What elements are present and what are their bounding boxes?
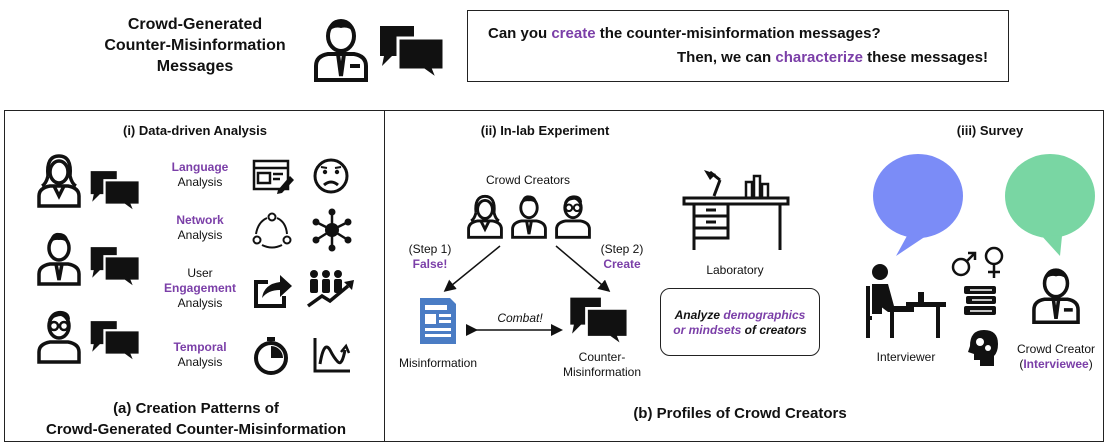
interviewee-keyword: Interviewee [1023, 357, 1089, 371]
temporal-word: Analysis [177, 355, 223, 369]
glasses-man-icon [37, 310, 81, 364]
interviewer-icon [866, 264, 946, 338]
step1-text: (Step 1) [408, 242, 452, 256]
answer-line: Then, we can characterize these messages… [677, 49, 988, 66]
newspaper-icon [420, 298, 456, 344]
question-line: Can you create the counter-misinformatio… [488, 25, 881, 42]
step2-text: (Step 2) [600, 242, 644, 256]
blue-speech-bubble [873, 154, 963, 256]
glasses-man-icon [555, 195, 591, 239]
books-icon [964, 286, 996, 315]
header-title-line2: Counter-Misinformation [104, 37, 286, 54]
counter-misinformation-label: Counter- Misinformation [552, 350, 652, 380]
network-word: Analysis [177, 228, 223, 242]
network-analysis-label: Network Analysis [160, 213, 240, 243]
man-icon [37, 232, 81, 286]
share-arrow-icon [254, 275, 292, 308]
experiment-title: (ii) In-lab Experiment [480, 123, 610, 138]
woman-icon [37, 154, 81, 208]
panel-b-caption: (b) Profiles of Crowd Creators [633, 405, 847, 422]
stopwatch-icon [254, 337, 288, 375]
speech-bubbles-icon [90, 321, 141, 366]
engagement-pre: User [187, 266, 213, 280]
sad-face-icon [313, 158, 349, 194]
network-keyword: Network [176, 213, 224, 227]
woman-icon [467, 194, 503, 239]
analyze-line2: or mindsets of creators [660, 323, 820, 338]
speech-bubbles-icon [570, 297, 630, 350]
analyze-mid: or [673, 323, 689, 337]
analyze-text: Analyze demographics or mindsets of crea… [660, 308, 820, 338]
analyze-post: of creators [741, 323, 807, 337]
man-icon [511, 195, 547, 239]
counter-line1: Counter- [578, 350, 626, 364]
crowd-creator-label: Crowd Creator (Interviewee) [1008, 342, 1104, 372]
engagement-analysis-label: User Engagement Analysis [155, 266, 245, 311]
brain-gears-icon [968, 330, 998, 366]
step1-keyword: False! [412, 257, 448, 271]
counter-line2: Misinformation [562, 365, 642, 379]
language-word: Analysis [177, 175, 223, 189]
crowd-creators-label: Crowd Creators [485, 173, 571, 187]
step2-label: (Step 2) Create [592, 242, 652, 272]
crowd-creator-icon [1032, 268, 1080, 324]
main-frame [4, 110, 1104, 442]
question-box: Can you create the counter-misinformatio… [467, 10, 1009, 82]
panel-a-caption-line1: (a) Creation Patterns of [113, 400, 279, 417]
misinformation-label: Misinformation [398, 356, 478, 370]
answer-keyword: characterize [775, 49, 863, 66]
crowd-creator-text: Crowd Creator [1016, 342, 1096, 356]
interviewer-label: Interviewer [876, 350, 936, 364]
answer-text-post: these messages! [862, 49, 988, 66]
question-keyword: create [551, 25, 596, 42]
speech-bubbles-icon [380, 26, 446, 85]
step2-arrow [555, 245, 611, 292]
panel-a-caption-line2: Crowd-Generated Counter-Misinformation [45, 421, 346, 438]
wave-chart-icon [313, 338, 351, 373]
speech-bubbles-icon [90, 171, 141, 216]
male-symbol-icon [951, 251, 977, 277]
answer-text-pre: Then, we can [677, 49, 776, 66]
engagement-keyword: Engagement [163, 281, 236, 295]
panel-a-caption: (a) Creation Patterns of Crowd-Generated… [10, 398, 382, 440]
network-cycle-icon [252, 212, 292, 249]
temporal-keyword: Temporal [173, 340, 227, 354]
step1-arrow [443, 245, 501, 292]
analyze-pre: Analyze [674, 308, 724, 322]
analyze-keyword-demographics: demographics [723, 308, 806, 322]
laboratory-label: Laboratory [706, 263, 764, 277]
survey-title: (iii) Survey [956, 123, 1024, 138]
female-symbol-icon [984, 246, 1004, 278]
speech-bubbles-icon [90, 247, 141, 292]
question-text-post: the counter-misinformation messages? [595, 25, 881, 42]
combat-label: Combat! [497, 311, 543, 325]
analyze-box [660, 288, 820, 356]
interviewee-line: (Interviewee) [1008, 357, 1104, 372]
network-graph-icon [312, 208, 352, 252]
green-speech-bubble [1005, 154, 1095, 256]
engagement-word: Analysis [177, 296, 223, 310]
crowd-creator-icon [314, 19, 368, 82]
header-title-line1: Crowd-Generated [127, 16, 263, 33]
temporal-analysis-label: Temporal Analysis [160, 340, 240, 370]
panel-divider [384, 110, 385, 442]
analyze-keyword-mindsets: mindsets [688, 323, 742, 337]
header-title-line3: Messages [156, 58, 234, 75]
interviewee-close: ) [1088, 357, 1093, 371]
header-title: Crowd-Generated Counter-Misinformation M… [95, 14, 295, 77]
crowd-growth-icon [306, 270, 354, 308]
question-text-pre: Can you [488, 25, 552, 42]
step2-keyword: Create [603, 257, 641, 271]
step1-label: (Step 1) False! [400, 242, 460, 272]
panel-a-title: (i) Data-driven Analysis [122, 123, 267, 138]
language-analysis-label: Language Analysis [160, 160, 240, 190]
analyze-line1: Analyze demographics [660, 308, 820, 323]
language-keyword: Language [171, 160, 229, 174]
desk-lamp-books-icon [682, 170, 790, 250]
browser-edit-icon [252, 159, 294, 194]
interviewee-open: ( [1019, 357, 1024, 371]
